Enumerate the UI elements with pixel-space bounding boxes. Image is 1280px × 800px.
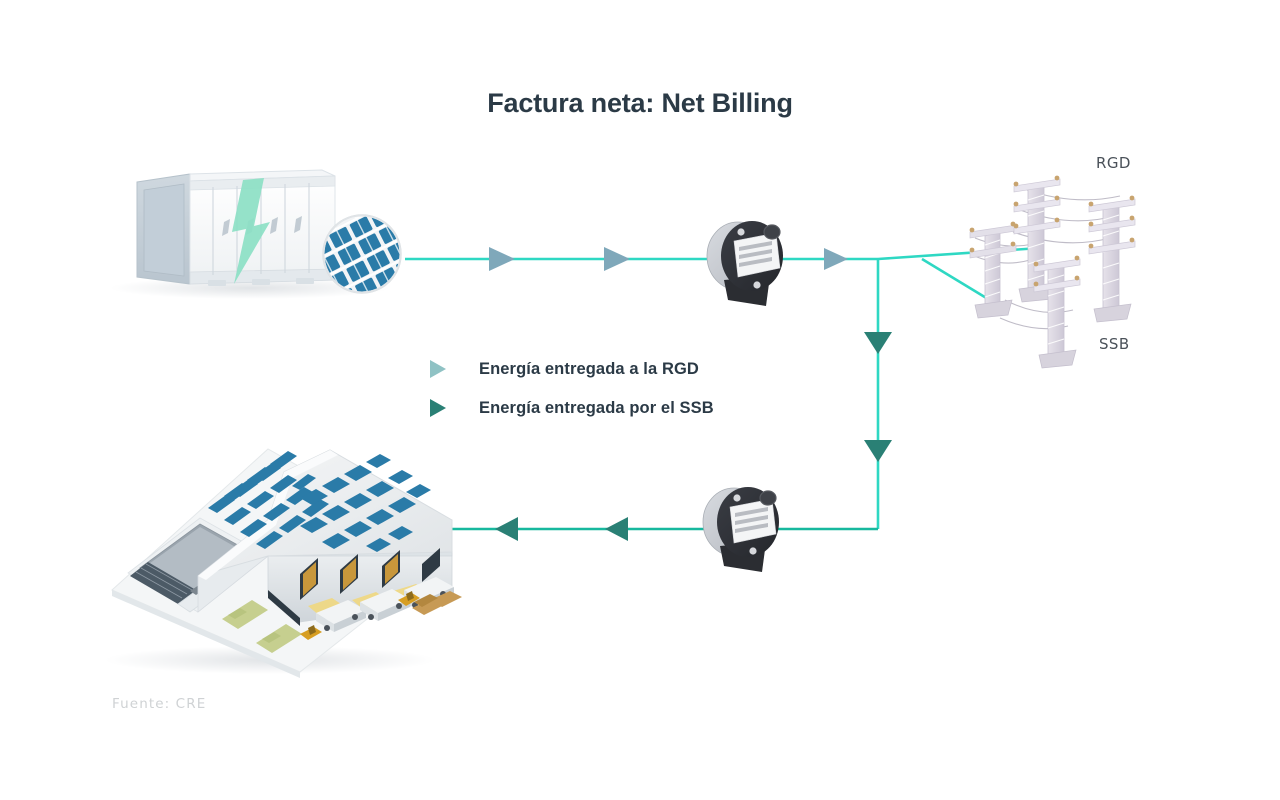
page-title: Factura neta: Net Billing [487,88,793,118]
arrow-from-ssb-group [495,517,628,541]
arrow-down-icon [864,440,892,462]
source-caption: Fuente: CRE [112,696,207,712]
electric-meter-bottom [702,487,779,572]
tower-label-rgd: RGD [1096,154,1131,172]
warehouse-with-solar-roof [111,448,462,678]
forklifts-and-pallets [300,591,462,640]
landscaping [222,600,302,653]
arrow-to-grid-group [489,247,848,271]
warehouse-body [197,449,462,640]
tower-label-ssb: SSB [1099,335,1130,353]
triangle-right-icon [430,399,446,417]
triangle-right-icon [430,360,446,378]
loading-docks [300,548,440,600]
legend-item-rgd: Energía entregada a la RGD [425,352,845,386]
office-annex [127,517,269,613]
arrow-right-icon [824,248,848,270]
tower-right [1088,195,1136,323]
arrow-down-icon [864,332,892,354]
arrow-left-icon [495,517,518,541]
lightning-bolt-icon [232,178,270,284]
arrow-left-icon [605,517,628,541]
transmission-towers [969,175,1136,369]
arrow-from-ssb-vertical-group [864,332,892,462]
roof-solar-panels-left [208,451,329,549]
battery-storage-container [136,169,336,286]
arrow-right-icon [604,247,630,271]
legend-label-rgd: Energía entregada a la RGD [479,359,699,378]
legend: Energía entregada a la RGD Energía entre… [425,352,845,430]
tower-front [1033,255,1081,369]
arrow-right-icon [489,247,515,271]
legend-item-ssb: Energía entregada por el SSB [425,391,845,425]
electric-meter-top [706,221,783,306]
roof-solar-panels-right [300,454,431,552]
legend-label-ssb: Energía entregada por el SSB [479,398,714,417]
tower-left [969,221,1017,319]
